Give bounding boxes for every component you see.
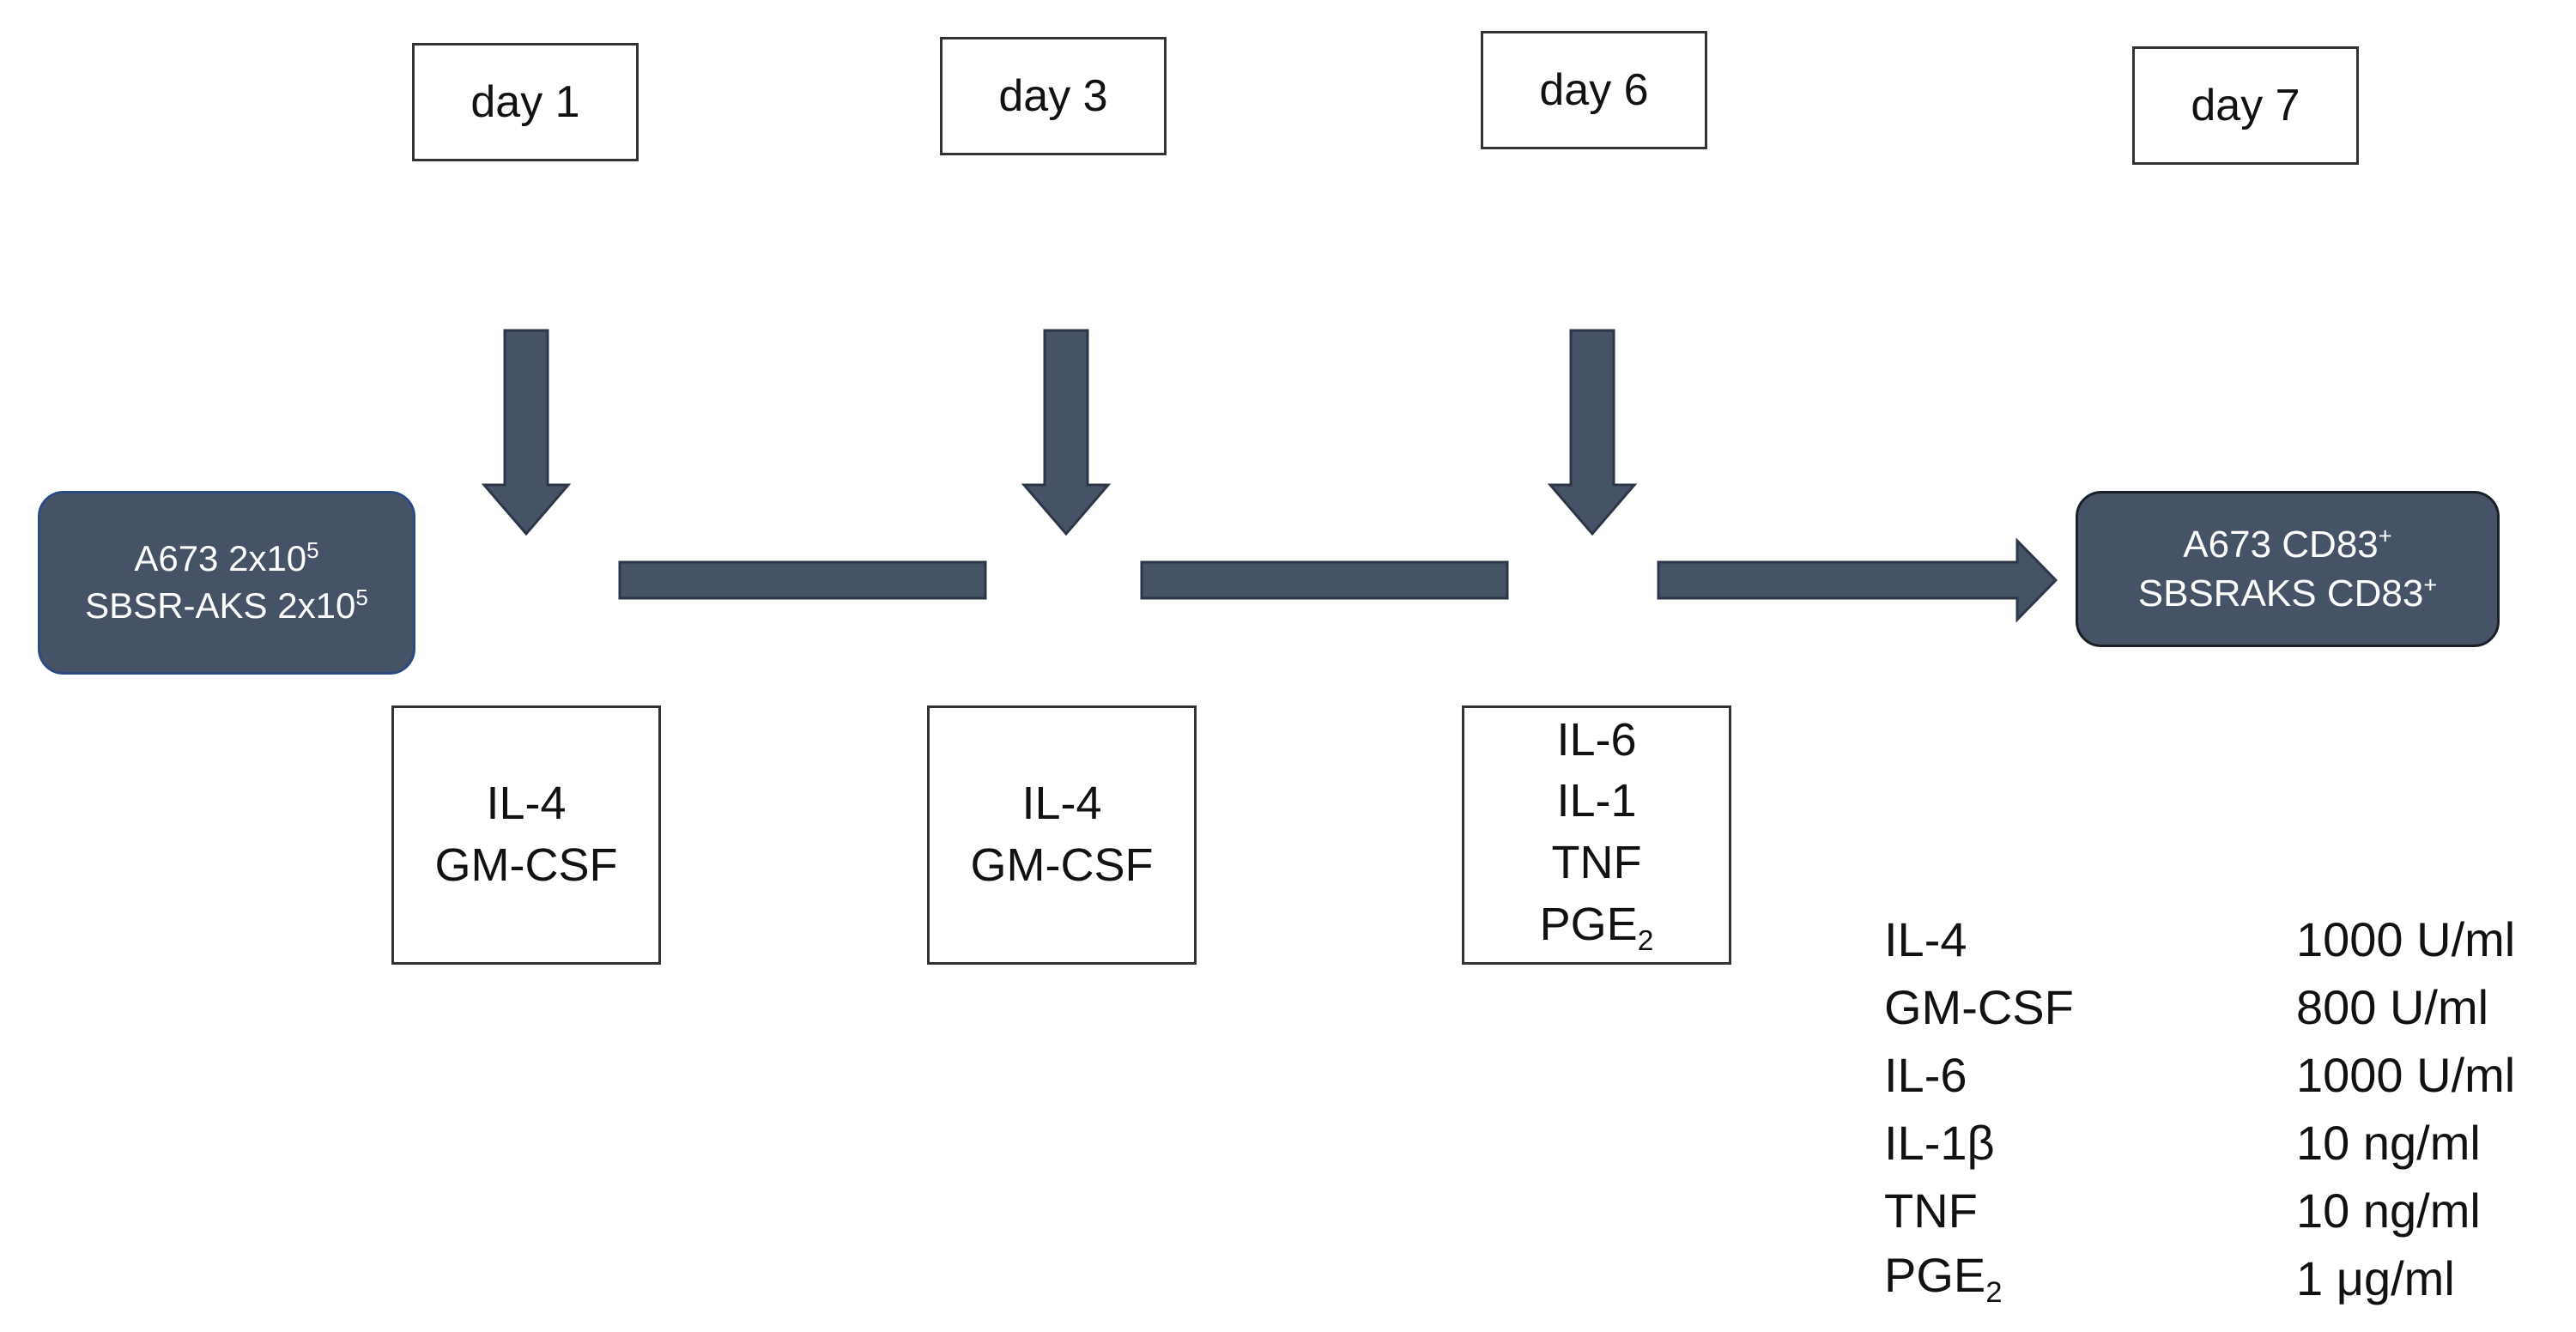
end-line-2-text: SBSRAKS CD83 xyxy=(2137,572,2424,615)
end-line-2: SBSRAKS CD83+ xyxy=(2138,569,2438,618)
start-cells-node: A673 2x105 SBSR-AKS 2x105 xyxy=(38,491,415,675)
timeline-arrow-final xyxy=(1657,537,2058,623)
timeline-bar-1 xyxy=(618,560,987,600)
start-line-2-sup: 5 xyxy=(355,584,368,610)
day-1-text: day 1 xyxy=(470,77,580,127)
start-line-1: A673 2x105 xyxy=(134,536,318,583)
legend-name: IL-4 xyxy=(1884,912,1967,966)
day-7-label: day 7 xyxy=(2132,46,2359,165)
cytokine-box-day-1: IL-4 GM-CSF xyxy=(391,705,661,965)
end-line-2-sup: + xyxy=(2423,571,2438,598)
day-6-text: day 6 xyxy=(1539,65,1649,115)
legend-name: PGE2 xyxy=(1884,1247,2296,1310)
cytokine-item: IL-6 xyxy=(1556,713,1637,766)
legend-row: IL-1β 10 ng/ml xyxy=(1884,1109,2576,1177)
legend-value: 1 μg/ml xyxy=(2296,1251,2455,1305)
legend-value: 10 ng/ml xyxy=(2296,1116,2481,1170)
cytokine-item: IL-4 xyxy=(486,778,567,830)
legend-row: GM-CSF 800 U/ml xyxy=(1884,973,2576,1041)
cytokine-box-day-6: IL-6 IL-1 TNF PGE2 xyxy=(1462,705,1731,965)
legend-row: IL-6 1000 U/ml xyxy=(1884,1041,2576,1109)
legend-row: TNF 10 ng/ml xyxy=(1884,1177,2576,1244)
legend-row: PGE2 1 μg/ml xyxy=(1884,1244,2576,1312)
start-line-2-text: SBSR-AKS 2x10 xyxy=(85,585,356,626)
cytokine-item: GM-CSF xyxy=(434,839,618,891)
start-line-1-text: A673 2x10 xyxy=(134,538,307,579)
end-line-1-text: A673 CD83 xyxy=(2183,523,2379,566)
down-arrow-day-6 xyxy=(1547,329,1638,536)
legend-row: IL-4 1000 U/ml xyxy=(1884,905,2576,973)
legend-name-text: PGE xyxy=(1884,1247,1986,1302)
cytokine-item: TNF xyxy=(1551,837,1642,889)
start-line-1-sup: 5 xyxy=(306,537,319,564)
day-3-text: day 3 xyxy=(998,71,1108,121)
timeline-bar-2 xyxy=(1140,560,1509,600)
day-6-label: day 6 xyxy=(1481,31,1707,149)
day-1-label: day 1 xyxy=(412,43,639,161)
legend-name: IL-1β xyxy=(1884,1116,1995,1170)
down-arrow-day-3 xyxy=(1021,329,1112,536)
cytokine-item-sub: 2 xyxy=(1637,924,1654,957)
legend-value: 1000 U/ml xyxy=(2296,1048,2516,1102)
day-3-label: day 3 xyxy=(940,37,1167,155)
cytokine-item: IL-1 xyxy=(1556,775,1637,827)
legend-value: 800 U/ml xyxy=(2296,980,2489,1034)
cytokine-item: GM-CSF xyxy=(970,839,1154,891)
legend-name: IL-6 xyxy=(1884,1048,1967,1102)
cytokine-item: IL-4 xyxy=(1021,778,1102,830)
day-7-text: day 7 xyxy=(2191,81,2300,130)
cytokine-item-text: PGE xyxy=(1539,899,1638,951)
end-cells-node: A673 CD83+ SBSRAKS CD83+ xyxy=(2076,491,2500,647)
cytokine-box-day-3: IL-4 GM-CSF xyxy=(927,705,1197,965)
legend-name-sub: 2 xyxy=(1985,1276,2003,1310)
legend-name: GM-CSF xyxy=(1884,980,2074,1034)
legend-value: 10 ng/ml xyxy=(2296,1184,2481,1238)
legend-name: TNF xyxy=(1884,1184,1978,1238)
concentration-legend: IL-4 1000 U/ml GM-CSF 800 U/ml IL-6 1000… xyxy=(1884,905,2576,1312)
start-line-2: SBSR-AKS 2x105 xyxy=(85,583,368,630)
end-line-1: A673 CD83+ xyxy=(2183,520,2391,569)
cytokine-item: PGE2 xyxy=(1540,894,1654,960)
down-arrow-day-1 xyxy=(481,329,572,536)
end-line-1-sup: + xyxy=(2378,522,2392,549)
legend-value: 1000 U/ml xyxy=(2296,912,2516,966)
